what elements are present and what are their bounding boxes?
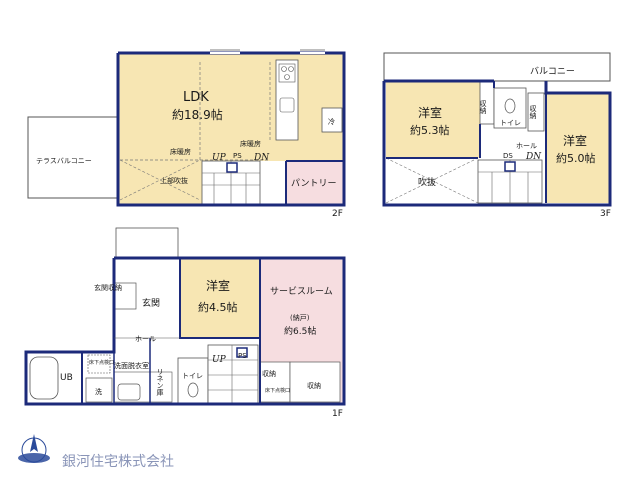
storage2-label-1f: 収納 (307, 381, 321, 390)
floor-heating-label-2: 床暖房 (170, 147, 191, 156)
dn-label-2f: DN (253, 153, 270, 163)
ldk-title: LDK (183, 90, 209, 105)
room-1f (180, 258, 260, 338)
hall-label-3f: ホール (516, 142, 537, 150)
toilet-label-3f: トイレ (500, 119, 521, 127)
service-room-title: サービスルーム (270, 286, 333, 297)
storage1-1f (259, 361, 291, 403)
company-name: 銀河住宅株式会社 (62, 454, 174, 470)
floor-label-3f: 3F (600, 209, 611, 219)
room2-3f (546, 93, 610, 203)
balcony (383, 52, 611, 82)
up-label-2f: UP (212, 153, 227, 163)
ldk-area: 約18.9帖 (172, 107, 223, 122)
floor-label-2f: 2F (332, 209, 343, 219)
ldk-area (118, 53, 344, 161)
storage2-3f (527, 92, 545, 132)
sink-icon (279, 97, 295, 113)
room-title-1f: 洋室 (206, 278, 230, 293)
ps-shaft-2f (226, 162, 238, 173)
floor-inspect-label-2: 床下点検口 (265, 387, 290, 394)
ps-label-1f: PS (238, 352, 247, 360)
storage1-label-3f: 収納 (479, 100, 487, 115)
stairs-1f (207, 344, 259, 404)
toilet-icon (504, 98, 516, 114)
ps-shaft-1f (236, 347, 248, 358)
entrance-label: 玄関 (142, 297, 160, 309)
ds-shaft-3f (504, 161, 516, 172)
fridge-box (321, 107, 343, 133)
storage1-label-1f: 収納 (262, 369, 276, 378)
terrace-balcony (27, 116, 119, 199)
floor-inspect-label-1: 床下点検口 (89, 359, 114, 366)
pantry-label: パントリー (291, 178, 336, 189)
inspection-hatch-1 (87, 354, 111, 374)
ub-label: UB (60, 373, 73, 383)
room-area-1f: 約4.5帖 (198, 300, 238, 314)
void-label-3f: 吹抜 (418, 176, 436, 188)
stove-icon (278, 63, 296, 83)
pantry-area (286, 161, 344, 205)
washroom-label: 洗面脱衣室 (114, 361, 149, 370)
entrance-storage-label: 玄関収納 (94, 283, 122, 292)
floor-heating-label-1: 床暖房 (240, 139, 261, 148)
service-room-area: 約6.5帖 (284, 325, 316, 337)
bathtub-icon (29, 356, 59, 400)
terrace-label: テラスバルコニー (36, 157, 92, 165)
room2-title-3f: 洋室 (563, 133, 587, 148)
room1-area-3f: 約5.3帖 (410, 123, 450, 137)
floor-2f: LDK 約18.9帖 床暖房 床暖房 上部吹抜 テラスバルコニー パントリー 冷… (27, 49, 346, 219)
porch (115, 227, 179, 259)
dn-label-3f: DN (525, 152, 542, 162)
floor-label-1f: 1F (332, 409, 343, 419)
north-arrow-icon (18, 434, 50, 463)
service-room-sub: (納戸) (290, 313, 310, 322)
room2-area-3f: 約5.0帖 (556, 151, 596, 165)
fridge-label: 冷 (328, 117, 335, 126)
upper-void-label: 上部吹抜 (160, 176, 188, 185)
wash-label: 洗 (95, 387, 102, 396)
up-label-1f: UP (212, 355, 227, 365)
floor-3f: バルコニー 洋室 約5.3帖 洋室 約5.0帖 収納 収納 トイレ ホール DS… (382, 52, 612, 219)
floor-1f: 玄関収納 玄関 ホール 洋室 約4.5帖 サービスルーム (納戸) 約6.5帖 … (24, 227, 346, 419)
room1-title-3f: 洋室 (418, 105, 442, 120)
room1-3f (386, 81, 480, 158)
washing-machine-box (85, 377, 113, 403)
balcony-label: バルコニー (530, 66, 575, 77)
storage2-1f (289, 361, 341, 403)
storage2-label-3f: 収納 (529, 105, 537, 120)
toilet-bowl-icon (187, 382, 199, 398)
hall-label-1f: ホール (135, 335, 156, 343)
basin-icon (117, 383, 141, 401)
toilet-label-1f: トイレ (182, 372, 203, 380)
ps-label-2f: PS (233, 152, 242, 160)
linen-label: リネン庫 (156, 368, 164, 397)
ds-label-3f: DS (503, 152, 513, 160)
